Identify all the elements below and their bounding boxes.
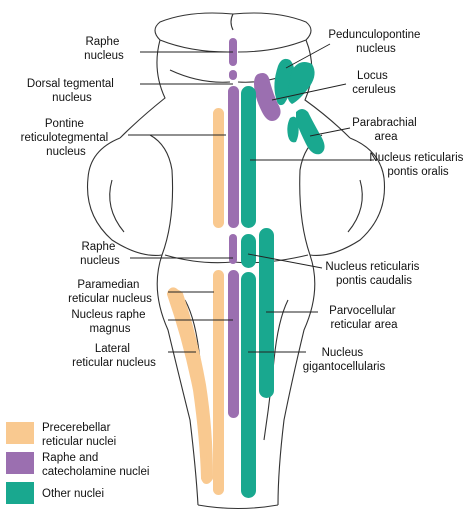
pons-left-inner [109, 179, 125, 233]
parabrachial-lower-shape [296, 109, 325, 155]
leader-locus-ceruleus [271, 83, 347, 101]
midbrain-top-midline [230, 13, 234, 31]
midbrain-right-side [304, 39, 351, 139]
nucleus-reticularis-pontis-caudalis-shape [241, 234, 256, 268]
nucleus-raphe-magnus-shape [228, 270, 239, 418]
midbrain-left-side [119, 39, 166, 139]
label-parvocellular: Parvocellular reticular area [329, 305, 399, 331]
label-parabrachial: Parabrachial area [352, 117, 420, 143]
parabrachial-upper-shape [287, 62, 315, 104]
label-pedunculopontine: Pedunculopontine nucleus [328, 29, 423, 55]
label-dorsal-tegmental: Dorsal tegmental nucleus [27, 78, 117, 104]
lateral-reticular-nucleus-shape [167, 287, 213, 484]
label-locus-ceruleus: Locus ceruleus [352, 70, 396, 96]
parvocellular-reticular-area-shape [259, 228, 274, 398]
legend-swatch-raphe [6, 452, 34, 474]
right-labels: Pedunculopontine nucleus Locus ceruleus … [303, 29, 466, 373]
leader-pedunculopontine [285, 43, 331, 69]
label-reticularis-pontis-oralis: Nucleus reticularis pontis oralis [369, 152, 466, 178]
parabrachial-small-shape [287, 116, 299, 143]
leader-reticularis-pontis-caudalis [247, 253, 323, 269]
legend-label-other: Other nuclei [42, 488, 104, 500]
raphe-upper-column-shape [228, 86, 239, 228]
label-raphe-magnus: Nucleus raphe magnus [71, 309, 148, 335]
legend: Precerebellar reticular nuclei Raphe and… [6, 422, 149, 504]
medulla-left-side [156, 254, 199, 506]
nucleus-reticularis-pontis-oralis-shape [241, 86, 256, 228]
pons-left-lobe [86, 134, 174, 256]
colliculus-lower-left [169, 69, 231, 83]
label-raphe-lower: Raphe nucleus [80, 241, 120, 267]
legend-label-raphe: Raphe and catecholamine nuclei [42, 452, 149, 478]
label-lateral-reticular: Lateral reticular nucleus [72, 343, 156, 369]
colliculus-line-right [237, 39, 307, 53]
medulla-right-side [277, 254, 316, 506]
left-labels: Raphe nucleus Dorsal tegmental nucleus P… [21, 36, 157, 369]
other-nuclei [241, 58, 325, 498]
nucleus-gigantocellularis-shape [241, 272, 256, 498]
legend-swatch-other [6, 482, 34, 504]
label-raphe-top: Raphe nucleus [84, 36, 124, 62]
locus-ceruleus-shape [254, 73, 281, 121]
raphe-nucleus-lower-shape [229, 234, 237, 264]
label-paramedian: Paramedian reticular nucleus [68, 279, 152, 305]
paramedian-reticular-nucleus-shape [213, 270, 224, 495]
leader-parabrachial [309, 127, 351, 137]
label-gigantocellularis: Nucleus gigantocellularis [303, 347, 386, 373]
midbrain-top-outline [154, 12, 312, 41]
label-pontine-reticulotegmental: Pontine reticulotegmental nucleus [21, 118, 112, 158]
label-reticularis-pontis-caudalis: Nucleus reticularis pontis caudalis [325, 261, 422, 287]
pontine-reticulotegmental-nucleus-shape [213, 108, 224, 228]
pons-right-inner [347, 179, 363, 233]
medulla-bottom [197, 504, 279, 510]
raphe-nuclei [228, 38, 281, 418]
leader-lines [128, 43, 374, 353]
colliculus-line-left [159, 39, 229, 53]
pons-right-lobe [299, 134, 386, 256]
dorsal-tegmental-nucleus-shape [229, 70, 237, 80]
legend-label-precerebellar: Precerebellar reticular nuclei [42, 422, 116, 448]
precerebellar-nuclei [167, 108, 224, 495]
legend-swatch-precerebellar [6, 422, 34, 444]
